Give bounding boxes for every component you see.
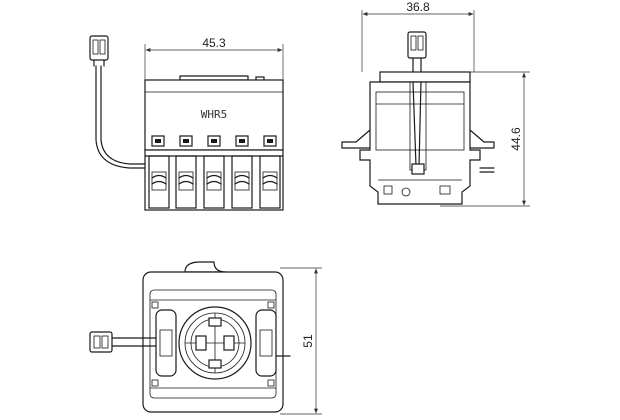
side-top-bar: [379, 71, 471, 83]
socket-contact-right: [223, 335, 235, 351]
side-connector-plug: [407, 31, 427, 73]
side-right-foot: [469, 129, 495, 149]
bottom-left-slot: [155, 309, 177, 377]
side-height-label: 44.6: [509, 127, 523, 151]
part-label: WHR5: [201, 108, 228, 121]
front-width-label: 45.3: [202, 36, 226, 50]
side-width-label: 36.8: [406, 0, 430, 14]
side-lower-mark: [383, 185, 393, 195]
front-wire: [95, 65, 151, 169]
front-terminals: [148, 155, 281, 209]
bottom-connector-plug: [89, 331, 157, 353]
front-window-row: [151, 135, 277, 147]
side-left-foot: [341, 129, 371, 149]
bottom-view: 51: [89, 261, 322, 415]
side-view: 36.8 44.6: [341, 0, 530, 207]
front-width-dimension: 45.3: [144, 36, 284, 80]
bottom-top-tab: [184, 261, 227, 273]
front-connector-plug: [89, 35, 109, 67]
front-view: 45.3 WHR5: [89, 35, 284, 211]
side-hole: [401, 187, 411, 197]
bottom-height-dimension: 51: [280, 267, 322, 415]
socket-contact-left: [195, 335, 207, 351]
bottom-height-label: 51: [301, 334, 315, 348]
side-width-dimension: 36.8: [361, 0, 475, 72]
side-height-dimension: 44.6: [440, 71, 530, 207]
bottom-right-slot: [255, 309, 277, 377]
front-wire-2: [100, 65, 151, 165]
